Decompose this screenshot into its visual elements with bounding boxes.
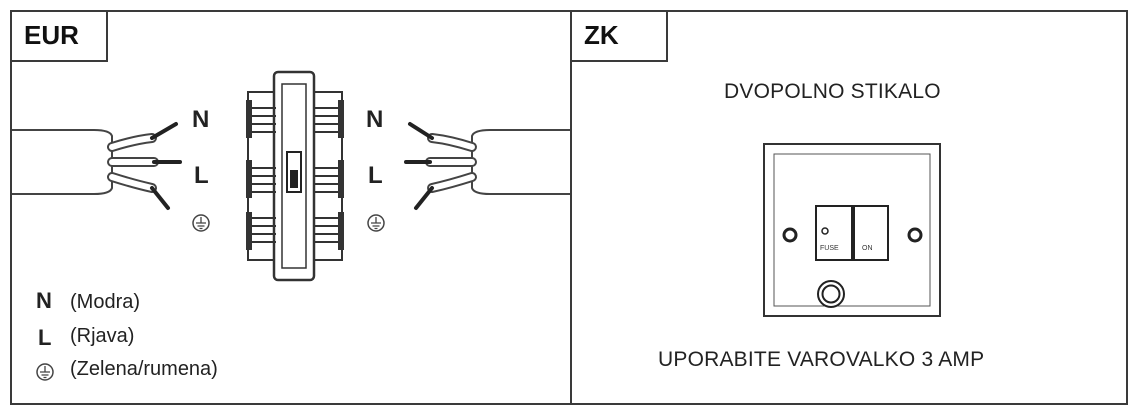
legend-earth-icon — [36, 363, 54, 381]
left-cable-illustration — [12, 70, 572, 282]
fused-switch-plate: FUSE ON — [763, 143, 941, 317]
legend-l-symbol: L — [38, 325, 52, 350]
eur-title: EUR — [10, 10, 108, 62]
left-neutral-label: N — [192, 106, 210, 133]
legend-n-symbol: N — [36, 288, 52, 313]
legend-earth-text: (Zelena/rumena) — [70, 358, 218, 380]
fuse-label: FUSE — [820, 245, 839, 252]
eur-panel: EUR — [10, 10, 572, 405]
on-label: ON — [862, 245, 873, 252]
right-neutral-label: N — [366, 106, 384, 133]
terminal-block-switch — [246, 70, 344, 282]
left-earth-icon — [192, 214, 210, 232]
zk-footer: UPORABITE VAROVALKO 3 AMP — [658, 348, 985, 371]
legend-l-text: (Rjava) — [70, 325, 135, 347]
left-live-label: L — [194, 162, 209, 189]
zk-panel: ZK DVOPOLNO STIKALO FUSE ON UPORABITE VA… — [570, 10, 1128, 405]
right-live-label: L — [368, 162, 383, 189]
zk-title: ZK — [570, 10, 668, 62]
right-earth-icon — [367, 214, 385, 232]
legend-n-text: (Modra) — [70, 291, 141, 313]
zk-heading: DVOPOLNO STIKALO — [724, 80, 941, 103]
